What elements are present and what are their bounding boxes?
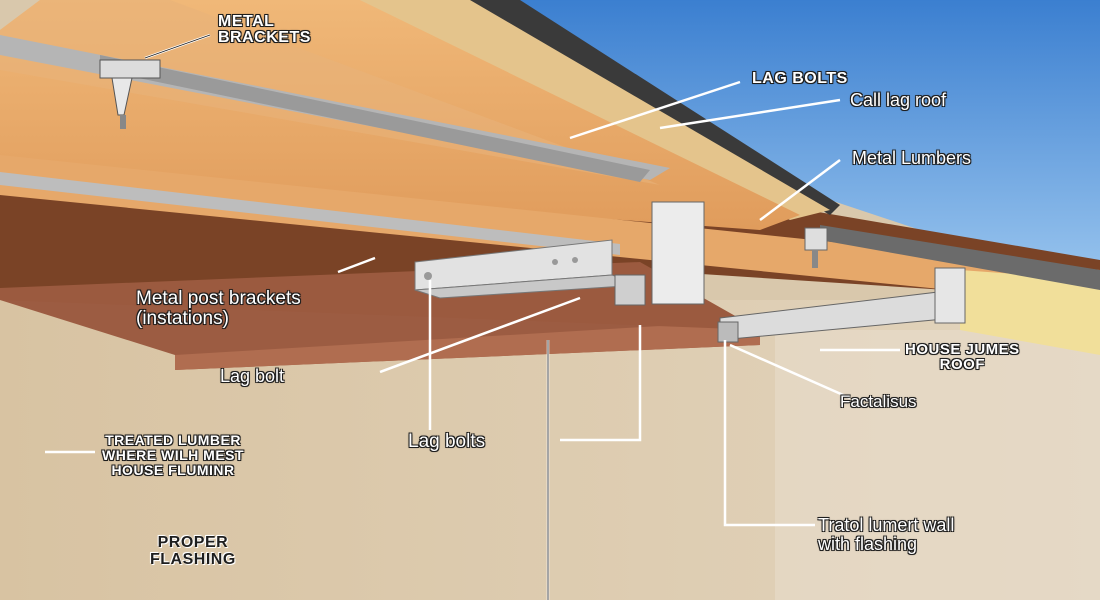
right-fascia	[960, 270, 1100, 355]
label-line: FLASHING	[150, 551, 236, 568]
label-line: PROPER	[157, 534, 229, 551]
label-line: with flashing	[818, 534, 918, 554]
wall-shadow	[775, 330, 1100, 600]
label-factalisus: Factalisus	[840, 392, 917, 411]
arrow-outline	[144, 34, 549, 600]
label-lag-bolt: Lag bolt	[220, 366, 285, 386]
metal-post-bracket-left	[414, 239, 641, 299]
main-beam	[0, 155, 1100, 305]
bracket-icon-small	[804, 227, 828, 268]
right-roof-edge	[820, 225, 1100, 290]
label-treated-lumber: TREATED LUMBER WHERE WILH MEST HOUSE FLU…	[102, 433, 244, 478]
label-line: WHERE WILH MEST	[102, 447, 245, 463]
label-call-lag-roof: Call lag roof	[850, 90, 947, 110]
label-line: TREATED LUMBER	[105, 432, 241, 448]
lower-rail	[0, 172, 620, 255]
label-line: METAL	[218, 13, 275, 30]
label-lag-bolts-top: LAG BOLTS	[752, 70, 848, 87]
label-line: HOUSE FLUMINR	[111, 462, 235, 478]
label-treated-lumber-wall: Tratol lumert wall with flashing	[818, 516, 954, 554]
ledger-board-face	[175, 320, 760, 370]
label-line: BRACKETS	[218, 29, 311, 46]
label-lag-bolts-mid: Lag bolts	[408, 431, 486, 452]
label-line: ROOF	[939, 356, 986, 373]
roof-fascia-top	[360, 0, 830, 220]
label-line: Metal post brackets	[136, 288, 301, 309]
label-line: (instations)	[136, 308, 229, 329]
label-metal-lumbers: Metal Lumbers	[852, 148, 972, 168]
label-metal-brackets: METAL BRACKETS	[218, 14, 311, 46]
metal-post-bracket-right	[717, 267, 966, 343]
metal-strip-top-2	[100, 55, 650, 182]
vertical-bracket-plate	[614, 201, 705, 306]
label-metal-post-brackets: Metal post brackets (instations)	[136, 289, 301, 329]
bracket-icon	[99, 59, 161, 129]
label-house-jumes-roof: HOUSE JUMES ROOF	[905, 342, 1020, 372]
label-line: Tratol lumert wall	[818, 515, 955, 535]
label-proper-flashing: PROPER FLASHING	[150, 534, 236, 568]
label-line: HOUSE JUMES	[905, 341, 1020, 358]
